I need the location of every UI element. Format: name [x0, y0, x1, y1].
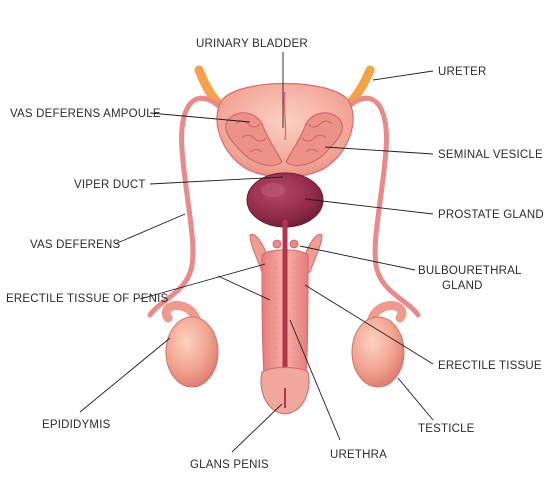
label-urethra: URETHRA — [330, 449, 387, 461]
leader-seminal-vesicle — [324, 146, 434, 155]
label-testicle: TESTICLE — [418, 423, 475, 435]
leader-glans-penis — [231, 403, 283, 453]
right-ampoule-coil — [301, 120, 333, 153]
left-bulbourethral-gland — [272, 239, 282, 249]
leader-erectile-tissue-b — [304, 284, 434, 365]
left-vas-deferens — [147, 95, 233, 318]
leader-erectile-tissue-a — [217, 275, 271, 301]
left-ampoule-coil — [235, 120, 267, 153]
label-erectile-tissue: ERECTILE TISSUE — [438, 360, 542, 372]
leader-epididymis — [79, 337, 171, 413]
leader-ureter — [372, 70, 434, 81]
left-seminal-vesicle — [225, 112, 283, 167]
label-viper-duct: VIPER DUCT — [74, 179, 146, 191]
bladder-fold — [283, 91, 287, 141]
label-seminal-vesicle: SEMINAL VESICLE — [438, 149, 543, 161]
right-vas-deferens — [335, 95, 421, 318]
right-seminal-vesicle — [285, 112, 343, 167]
left-ureter — [194, 65, 223, 108]
label-vas-deferens: VAS DEFERENS — [30, 239, 121, 251]
label-epididymis: EPIDIDYMIS — [42, 419, 111, 431]
right-ureter — [345, 65, 375, 108]
leader-prostate-gland — [304, 198, 434, 215]
label-bulbourethral-line1: BULBOURETHRAL — [418, 265, 522, 277]
label-ureter: URETER — [438, 66, 486, 78]
labels: URINARY BLADDER URETER VAS DEFERENS AMPO… — [6, 38, 544, 471]
right-bulbourethral-gland — [289, 239, 299, 249]
leader-bulbourethral-gland — [299, 245, 416, 271]
left-testicle — [165, 316, 219, 388]
leader-viper-duct — [149, 176, 284, 185]
shaft-texture — [269, 262, 301, 372]
leader-testicle — [397, 377, 434, 421]
leader-vas-deferens — [114, 213, 186, 245]
leader-urethra — [289, 319, 341, 441]
label-prostate-gland: PROSTATE GLAND — [438, 209, 544, 221]
label-bulbourethral-line2: GLAND — [442, 280, 483, 292]
label-urinary-bladder: URINARY BLADDER — [196, 38, 308, 50]
anatomy-illustration — [147, 65, 421, 415]
prostate-highlight — [261, 183, 285, 197]
label-glans-penis: GLANS PENIS — [190, 459, 269, 471]
right-testicle — [351, 316, 405, 388]
label-erectile-tissue-of-penis: ERECTILE TISSUE OF PENIS — [6, 293, 169, 305]
leader-lines — [79, 52, 434, 453]
label-vas-deferens-ampoule: VAS DEFERENS AMPOULE — [10, 108, 161, 120]
leader-vas-deferens-ampoule — [149, 112, 251, 123]
leader-erectile-tissue-of-penis — [139, 263, 266, 300]
